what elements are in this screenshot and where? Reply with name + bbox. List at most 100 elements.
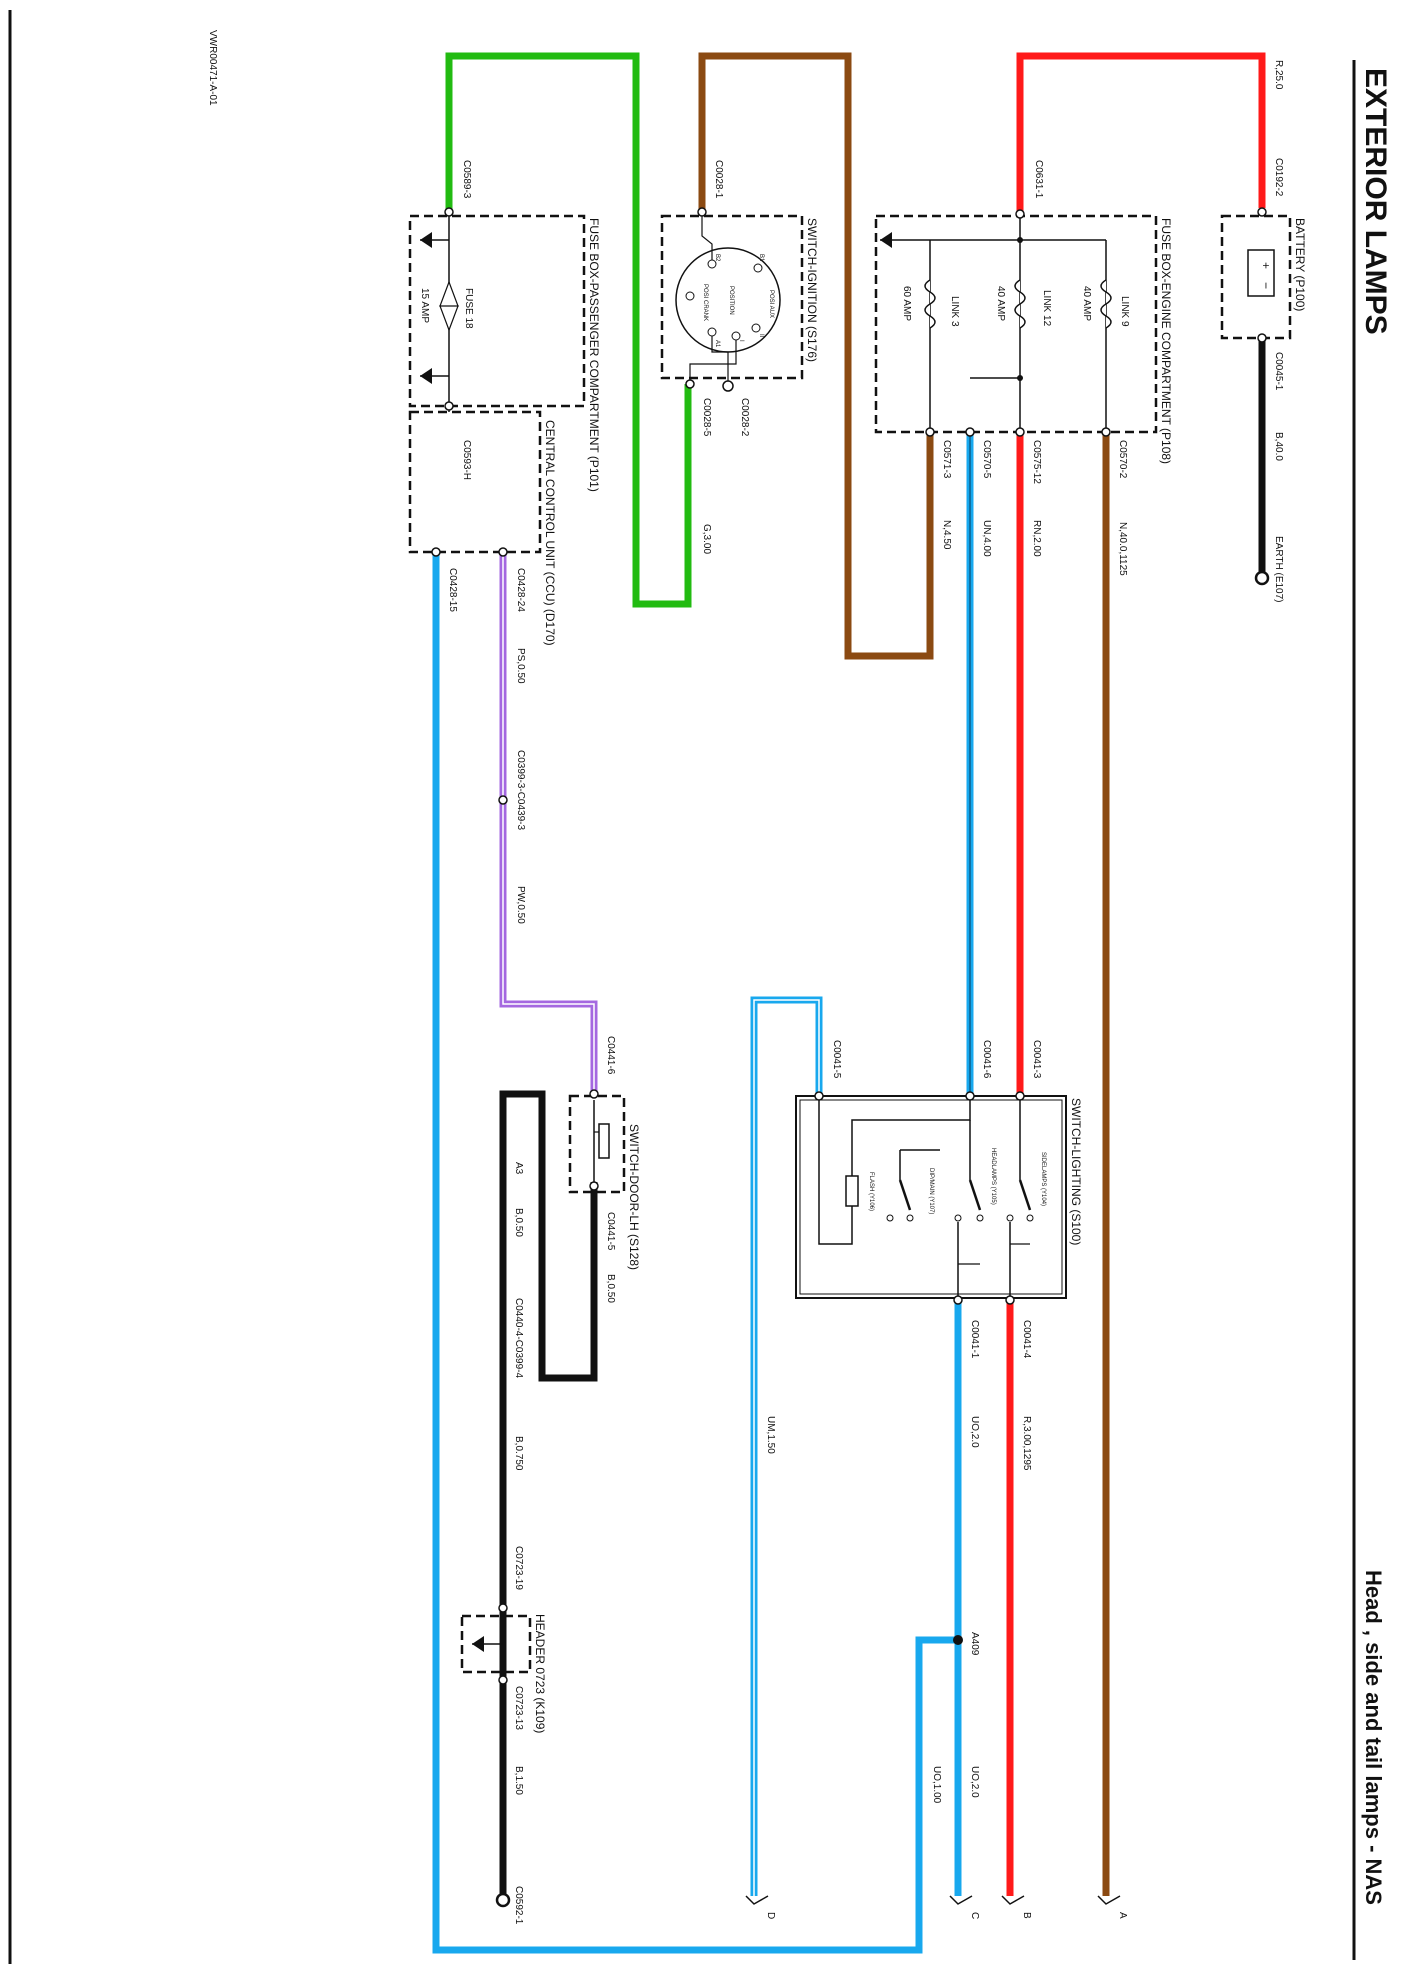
lbl-c0570-2: C0570-2	[1117, 440, 1128, 479]
fuse18-rating: 15 AMP	[419, 288, 430, 323]
lbl-c0428-24: C0428-24	[515, 568, 526, 612]
lbl-c0440-4: C0440-4-C0399-4	[513, 1298, 524, 1378]
lbl-c0441-6: C0441-6	[605, 1036, 616, 1075]
lbl-b15: B,1.50	[513, 1766, 524, 1795]
lbl-c0028-2: C0028-2	[739, 398, 750, 437]
lbl-c0045-1: C0045-1	[1273, 352, 1284, 391]
link12-id: LINK 12	[1041, 290, 1052, 327]
ign-pos-1: POSITION	[728, 286, 734, 315]
lbl-r3: R,3.00,1295	[1021, 1416, 1032, 1471]
wire-brown-n45	[698, 52, 934, 660]
lbl-earth: EARTH (E107)	[1273, 536, 1284, 603]
ccu-component: CENTRAL CONTROL UNIT (CCU) (D170)	[408, 406, 557, 646]
lbl-c0575-12: C0575-12	[1031, 440, 1042, 484]
terminal-d: D	[765, 1912, 776, 1919]
wire-green-g3	[445, 52, 692, 608]
ign-pos-3: B1	[758, 254, 764, 262]
ign-pos-2: POSI CRANK	[702, 284, 708, 321]
wire-purple-core	[502, 552, 595, 1096]
lbl-b05-door: B,0.50	[605, 1274, 616, 1303]
fuse-box-passenger-label: FUSE BOX-PASSENGER COMPARTMENT (P101)	[587, 218, 601, 492]
terminal-c: C	[969, 1912, 980, 1919]
link9-rating: 40 AMP	[1081, 286, 1092, 321]
lbl-b40: B,40.0	[1273, 432, 1284, 461]
ign-pos-5: II	[758, 334, 764, 338]
connector-dots	[431, 207, 1267, 1685]
lbl-c0441-5: C0441-5	[605, 1212, 616, 1251]
sheet-ref: VWR00471-A-01	[207, 30, 218, 106]
header-label: HEADER 0723 (K109)	[533, 1614, 547, 1733]
lbl-n40: N,40.0,1125	[1117, 522, 1128, 576]
lbl-c0571-3: C0571-3	[941, 440, 952, 479]
header-component: HEADER 0723 (K109)	[460, 1608, 547, 1733]
lbl-a3: A3	[513, 1162, 524, 1175]
door-switch: SWITCH-DOOR-LH (S128)	[568, 1094, 641, 1270]
lbl-c0593-h: C0593-H	[461, 440, 472, 480]
lbl-uo2-b: UO,2.0	[969, 1766, 980, 1798]
svg-text:−: −	[1259, 282, 1273, 289]
ground-c0592	[495, 1892, 511, 1908]
terminal-a: A	[1117, 1912, 1128, 1919]
link3-id: LINK 3	[949, 296, 960, 327]
svg-text:+: +	[1259, 262, 1273, 269]
lbl-n45: N,4.50	[941, 520, 952, 550]
lbl-c0192-2: C0192-2	[1273, 158, 1284, 197]
fuse-box-engine-label: FUSE BOX-ENGINE COMPARTMENT (P108)	[1159, 218, 1173, 464]
page-title: Head , side and tail lamps - NAS	[1361, 1570, 1386, 1905]
lighting-switch: SIDELAMPS (Y104) HEADLAMPS (Y105) DIP/MA…	[795, 1095, 1083, 1299]
battery-label: BATTERY (P100)	[1293, 218, 1307, 311]
lbl-uo2-a: UO,2.0	[969, 1416, 980, 1448]
lbl-um15: UM,1.50	[765, 1416, 776, 1454]
lbl-b05-a3: B,0.50	[513, 1208, 524, 1237]
lighting-switch-label: SWITCH-LIGHTING (S100)	[1069, 1098, 1083, 1245]
lbl-c0041-6: C0041-6	[981, 1040, 992, 1079]
ign-pos-4: B2	[714, 254, 720, 262]
lighting-contact-headlamps: HEADLAMPS (Y105)	[990, 1148, 996, 1205]
lbl-c0723-19: C0723-19	[513, 1546, 524, 1590]
wire-blue-ccu	[432, 552, 958, 1954]
fuse-box-engine: LINK 9 40 AMP LINK 12 40 AMP LINK 3 60 A…	[874, 214, 1173, 464]
lbl-c0570-5: C0570-5	[981, 440, 992, 479]
lbl-a409: A409	[969, 1632, 980, 1656]
fuse-box-passenger: FUSE 18 15 AMP FUSE BOX-PASSENGER COMPAR…	[408, 212, 601, 492]
lbl-c0631-1: C0631-1	[1033, 160, 1044, 199]
lbl-ps: PS,0.50	[515, 648, 526, 684]
ignition-switch: POSI AUX POSITION POSI CRANK B1 B2 II I …	[660, 212, 819, 384]
lbl-c0589-3: C0589-3	[461, 160, 472, 199]
wire-blue-um15	[750, 996, 823, 1896]
lbl-g3: G,3.00	[701, 524, 712, 554]
lbl-r25: R,25.0	[1273, 60, 1284, 90]
link9-id: LINK 9	[1119, 296, 1130, 327]
lbl-c0041-4: C0041-4	[1021, 1320, 1032, 1359]
ccu-label: CENTRAL CONTROL UNIT (CCU) (D170)	[543, 420, 557, 646]
ign-pos-7: A1	[714, 340, 720, 348]
lighting-contact-flash: FLASH (Y106)	[868, 1172, 874, 1211]
link3-rating: 60 AMP	[901, 286, 912, 321]
lbl-c0428-15: C0428-15	[447, 568, 458, 612]
section-title: EXTERIOR LAMPS	[1359, 68, 1392, 335]
lbl-b075: B,0.750	[513, 1436, 524, 1471]
wire-blue-um15-core	[753, 999, 820, 1896]
ign-pos-0: POSI AUX	[768, 290, 774, 318]
earth-symbol	[1254, 570, 1270, 586]
terminal-b: B	[1021, 1912, 1032, 1919]
fuse18-id: FUSE 18	[463, 288, 474, 329]
lbl-c0723-13: C0723-13	[513, 1686, 524, 1730]
lbl-c0028-1: C0028-1	[713, 160, 724, 199]
terminal-symbols	[745, 1895, 1121, 1905]
lbl-c0592-1: C0592-1	[513, 1886, 524, 1925]
lbl-c0028-5: C0028-5	[701, 398, 712, 437]
link12-rating: 40 AMP	[995, 286, 1006, 321]
lbl-c0041-5: C0041-5	[831, 1040, 842, 1079]
lbl-rn2: RN,2.00	[1031, 520, 1042, 557]
lbl-c0399-3: C0399-3-C0439-3	[515, 750, 526, 830]
lbl-uo1: UO,1.00	[931, 1766, 942, 1804]
lbl-c0041-1: C0041-1	[969, 1320, 980, 1359]
wire-red-battery-feed	[1016, 52, 1266, 214]
splice-a409	[953, 1635, 963, 1645]
door-switch-label: SWITCH-DOOR-LH (S128)	[627, 1124, 641, 1270]
lighting-contact-dipmain: DIP/MAIN (Y107)	[928, 1168, 934, 1214]
lbl-c0041-3: C0041-3	[1031, 1040, 1042, 1079]
lbl-pw: PW,0.50	[515, 886, 526, 924]
